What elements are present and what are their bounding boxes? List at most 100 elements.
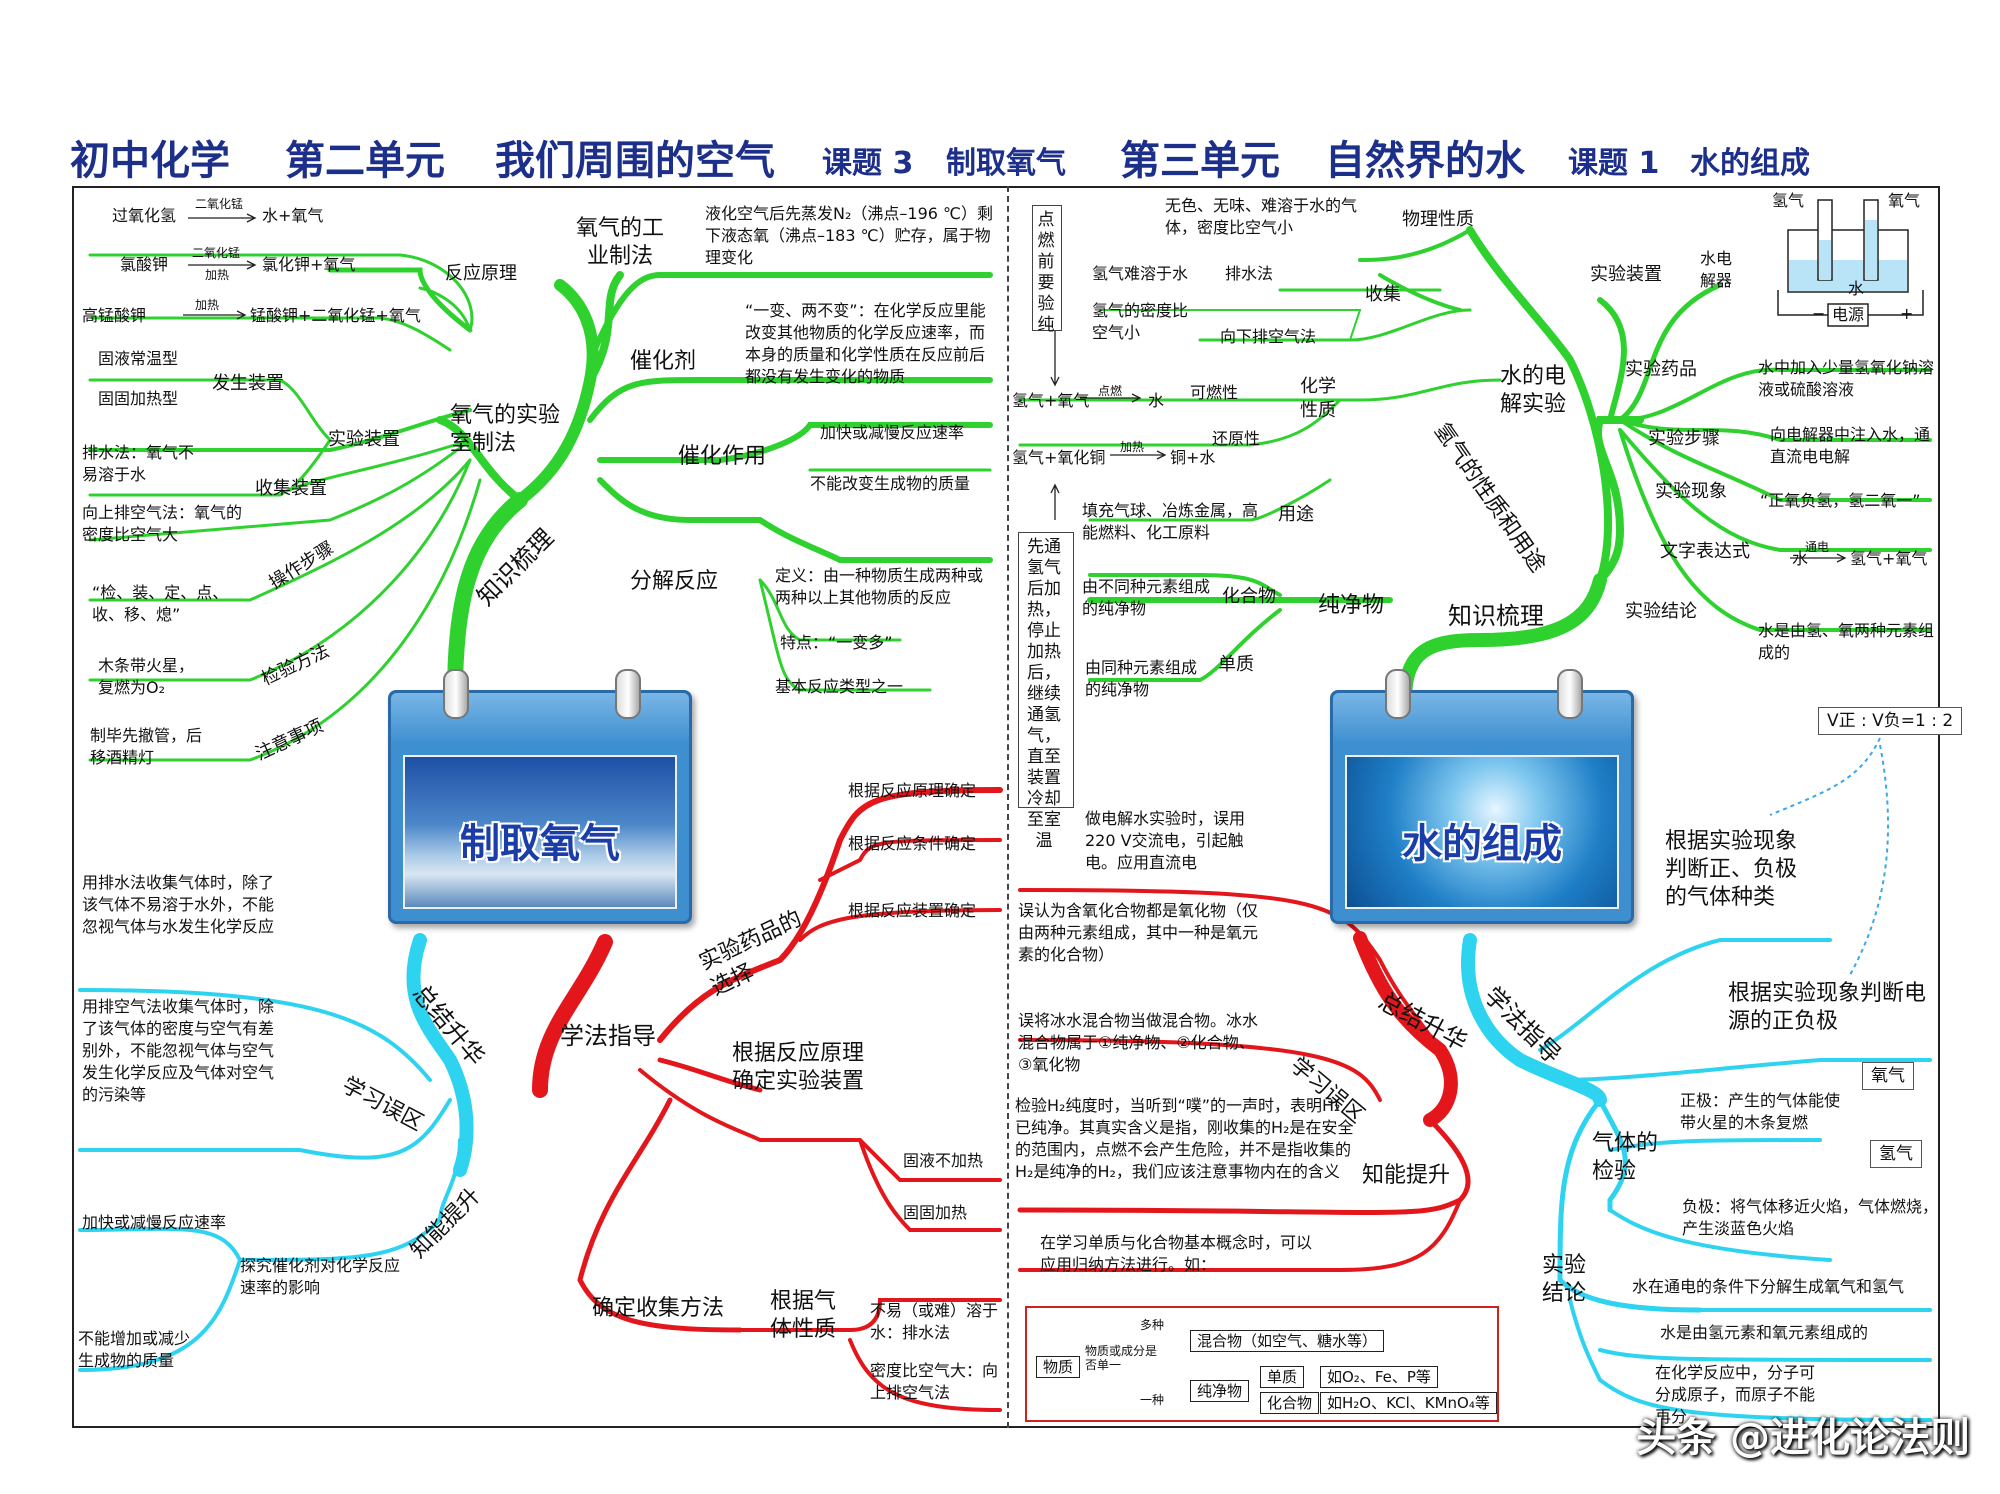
red-branches-left <box>532 787 1003 1412</box>
collect-method-label: 确定收集方法 <box>592 1296 725 1321</box>
catalyst-text: “一变、两不变”：在化学反应里能改变其他物质的化学反应速率，而本身的质量和化学性… <box>745 301 986 386</box>
reagent-text: 水中加入少量氢氧化钠溶液或硫酸溶液 <box>1758 358 1935 399</box>
r1-left: 过氧化氢 <box>112 206 177 225</box>
steps-text: “检、装、定、点、收、移、熄” <box>92 583 229 624</box>
device-2: 固固加热 <box>903 1203 968 1222</box>
card-oxygen-preparation: 制取氧气 <box>388 669 692 924</box>
mistake-1: 用排水法收集气体时，除了该气体不易溶于水外，不能忽视气体与水发生化学反应 <box>82 873 275 936</box>
card-ring-left <box>443 669 469 719</box>
card-water-composition: 水的组成 <box>1330 669 1634 924</box>
decomp-feature: 特点：“一变多” <box>780 633 893 652</box>
r2-left: 氯酸钾 <box>120 255 169 274</box>
vertical-note-box-2 <box>1018 532 1074 808</box>
ability-label-right: 知能提升 <box>1362 1163 1451 1188</box>
title-topic3: 课题 3 <box>822 146 914 181</box>
gen-type-2: 固固加热型 <box>98 389 179 408</box>
eq1-left: 氢气+氧气 <box>1012 391 1090 410</box>
device-1: 固液不加热 <box>903 1151 984 1170</box>
title-topic1: 课题 1 <box>1568 146 1660 181</box>
tree-root: 物质 <box>1036 1356 1081 1378</box>
green-branches-right <box>1018 226 1932 707</box>
tag-oxygen: 氧气 <box>1862 1062 1914 1090</box>
tree-element-eg: 如O₂、Fe、P等 <box>1320 1366 1438 1388</box>
collect-method-1: 排水法：氧气不易溶于水 <box>82 443 195 484</box>
water-image <box>1345 755 1619 909</box>
card-title: 制取氧气 <box>460 821 620 867</box>
compound-label: 化合物 <box>1222 586 1276 607</box>
physical-text: 无色、无味、难溶于水的气体，密度比空气小 <box>1165 196 1358 237</box>
title-unit3: 第三单元 <box>1120 138 1280 184</box>
gas-test-label: 气体的检验 <box>1592 1131 1659 1184</box>
catalyst-title: 催化剂 <box>630 349 697 374</box>
fig-plus: + <box>1900 304 1914 323</box>
title-topic3-name: 制取氧气 <box>946 146 1066 181</box>
branch-method-left: 学法指导 <box>560 1022 656 1050</box>
conclusion-label-method: 实验结论 <box>1542 1253 1587 1306</box>
red-branches-right <box>1017 888 1471 1272</box>
ability-r1: 检验H₂纯度时，当听到“噗”的一声时，表明H₂已纯净。其真实含义是指，刚收集的H… <box>1015 1096 1354 1181</box>
apparatus-label: 实验装置 <box>328 429 400 450</box>
word-eq-label: 文字表达式 <box>1660 541 1750 562</box>
steps-label-right: 实验步骤 <box>1648 428 1720 449</box>
industry-title: 氧气的工业制法 <box>575 216 664 269</box>
branch-knowledge-right: 知识梳理 <box>1448 602 1544 630</box>
tree-pure: 纯净物 <box>1190 1380 1250 1402</box>
ac-note: 做电解水实验时，误用220 V交流电，引起触电。应用直流电 <box>1085 809 1246 872</box>
fig-hydrogen: 氢气 <box>1772 191 1805 210</box>
vertical-note-1: 点燃前要验纯 <box>1037 210 1055 335</box>
ability-explore: 探究催化剂对化学反应速率的影响 <box>240 1256 401 1297</box>
device-label: 根据反应原理确定实验装置 <box>732 1041 865 1094</box>
tree-one: 一种 <box>1140 1393 1165 1407</box>
chem-label: 化学性质 <box>1300 376 1336 421</box>
electrolyzer-figure <box>1777 199 1924 327</box>
decomp-type: 基本反应类型之一 <box>775 677 904 696</box>
title-unit3-name: 自然界的水 <box>1325 138 1525 184</box>
judge-pole: 根据实验现象判断电源的正负极 <box>1728 981 1927 1034</box>
decomp-def: 定义：由一种物质生成两种或两种以上其他物质的反应 <box>775 566 984 607</box>
reagent-label: 实验药品 <box>1625 359 1697 380</box>
conclusion-text-electro: 水是由氢、氧两种元素组成的 <box>1758 621 1935 662</box>
element-text: 由同种元素组成的纯净物 <box>1085 658 1198 699</box>
title-topic1-name: 水的组成 <box>1690 146 1810 181</box>
fig-power: 电源 <box>1832 305 1865 324</box>
weq-cond: 通电 <box>1805 540 1830 554</box>
col2-cond: 氢气的密度比空气小 <box>1092 301 1189 342</box>
conclusion-label-electro: 实验结论 <box>1625 601 1697 622</box>
phenomenon-text: “正氧负氢，氢二氧一” <box>1760 491 1921 510</box>
mistake-r2: 误将冰水混合物当做混合物。冰水混合物属于①纯净物、②化合物、③氧化物 <box>1018 1011 1259 1074</box>
page-title: 初中化学 第二单元 我们周围的空气 课题 3 制取氧气 第三单元 自然界的水 课… <box>70 128 1970 188</box>
map-frame <box>72 186 1940 1428</box>
r3-left: 高锰酸钾 <box>82 306 147 325</box>
fig-water: 水 <box>1848 279 1865 298</box>
reduce-label: 还原性 <box>1212 429 1261 448</box>
tag-hydrogen: 氢气 <box>1870 1140 1922 1168</box>
gas-prop-label: 根据气体性质 <box>770 1289 837 1342</box>
title-unit2-name: 我们周围的空气 <box>495 138 775 184</box>
col2: 向下排空气法 <box>1220 327 1317 346</box>
ability-a2: 不能增加或减少生成物的质量 <box>78 1329 191 1370</box>
r2-cond2: 加热 <box>205 268 230 282</box>
collect-device-label: 收集装置 <box>255 478 327 499</box>
r1-right: 水+氧气 <box>262 206 324 225</box>
title-subject: 初中化学 <box>70 138 230 184</box>
electro-title: 水的电解实验 <box>1500 364 1567 417</box>
choice-3: 根据反应装置确定 <box>848 901 977 920</box>
tree-question: 物质或成分是否单一 <box>1085 1344 1158 1372</box>
steps-text-right: 向电解器中注入水，通直流电电解 <box>1770 425 1931 466</box>
collect-label-h2: 收集 <box>1365 284 1401 305</box>
vertical-note-box-1 <box>1032 205 1062 331</box>
sky-image <box>403 755 677 909</box>
use-text: 填充气球、冶炼金属，高能燃料、化工原料 <box>1082 501 1259 542</box>
physical-label: 物理性质 <box>1402 209 1474 230</box>
mistake-r1: 误认为含氧化合物都是氧化物（仅由两种元素组成，其中一种是氧元素的化合物） <box>1018 901 1259 964</box>
tree-compound: 化合物 <box>1260 1392 1320 1414</box>
eq2-right: 铜+水 <box>1170 448 1216 467</box>
tree-compound-eg: 如H₂O、KCl、KMnO₄等 <box>1320 1392 1497 1414</box>
negative-pole: 负极：将气体移近火焰，气体燃烧，产生淡蓝色火焰 <box>1682 1197 1939 1238</box>
weq-right: 氢气+氧气 <box>1850 549 1928 568</box>
fig-oxygen: 氧气 <box>1888 191 1921 210</box>
eq2-left: 氢气+氧化铜 <box>1012 448 1106 467</box>
vertical-note-2: 先通氢气后加热，停止加热后，继续通氢气，直至装置冷却至室温 <box>1027 537 1061 851</box>
r1-cond: 二氧化锰 <box>195 197 244 211</box>
